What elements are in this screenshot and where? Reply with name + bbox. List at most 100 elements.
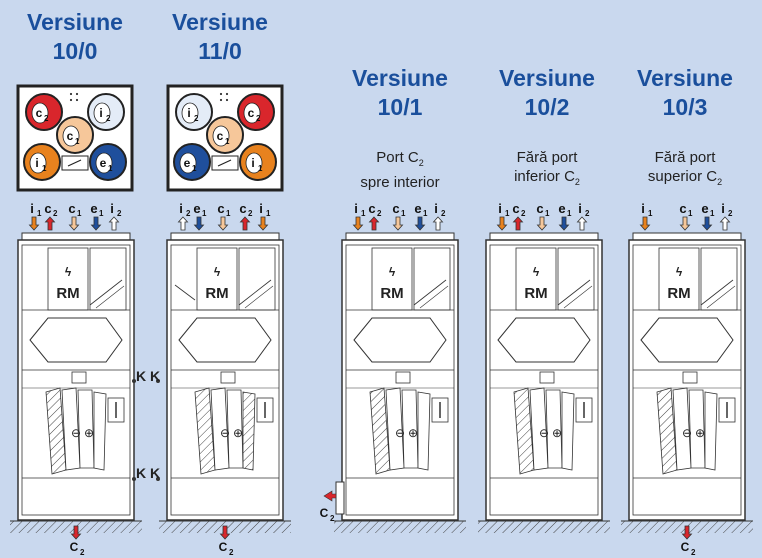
unit-inner-frame bbox=[632, 244, 742, 516]
port-label: c bbox=[392, 201, 399, 216]
desc-sub: 2 bbox=[418, 158, 424, 168]
port-sub: 2 bbox=[728, 209, 733, 218]
port-circle-sub: 1 bbox=[75, 137, 80, 146]
header-v103: Versiune 10/3 bbox=[630, 64, 740, 122]
port-circle-sub: 1 bbox=[225, 137, 230, 146]
panel-dot bbox=[219, 92, 223, 96]
connector-block bbox=[395, 371, 411, 384]
rm-box bbox=[515, 247, 557, 311]
bolt-symbol: ϟ bbox=[65, 265, 72, 279]
header-v110: Versiune 11/0 bbox=[165, 8, 275, 66]
port-arrow bbox=[496, 216, 508, 231]
port-arrow bbox=[432, 216, 444, 231]
kk-label-upper: K K bbox=[136, 368, 160, 384]
port-circle-label: i bbox=[251, 156, 254, 170]
port-circle-label: e bbox=[100, 156, 107, 170]
c2-label: C bbox=[70, 540, 79, 554]
desc-line2: superior C bbox=[647, 168, 718, 185]
port-label: e bbox=[414, 201, 421, 216]
damper-blade bbox=[238, 279, 272, 306]
c2-label: C bbox=[219, 540, 228, 554]
port-sub: 1 bbox=[37, 209, 42, 218]
desc-sub: 2 bbox=[574, 177, 580, 187]
filter-panel bbox=[242, 391, 256, 471]
port-label: c bbox=[239, 201, 246, 216]
minus-symbol: ⊖ bbox=[220, 426, 230, 440]
port-circle-badge bbox=[245, 152, 263, 174]
c2-sub: 2 bbox=[80, 548, 85, 557]
damper-box bbox=[700, 247, 738, 311]
port-arrow bbox=[239, 216, 251, 231]
rm-label: RM bbox=[380, 285, 403, 302]
heat-exchanger bbox=[497, 317, 591, 363]
desc-v101: Port C2 spre interior bbox=[335, 148, 465, 192]
port-label: c bbox=[368, 201, 375, 216]
port-sub: 2 bbox=[248, 209, 253, 218]
port-circle-badge bbox=[62, 125, 80, 147]
heat-exchanger bbox=[640, 317, 734, 363]
header-v101: Versiune 10/1 bbox=[345, 64, 455, 122]
port-circle-badge bbox=[179, 152, 197, 174]
port-circle-label: c bbox=[217, 129, 224, 143]
port-arrow bbox=[719, 216, 731, 231]
plus-symbol: ⊕ bbox=[233, 426, 243, 440]
version-number: 11/0 bbox=[198, 38, 242, 64]
filter-panel bbox=[417, 391, 431, 471]
port-sub: 1 bbox=[202, 209, 207, 218]
port-sub: 1 bbox=[545, 209, 550, 218]
port-arrow bbox=[28, 216, 40, 231]
panel-dot bbox=[69, 98, 73, 102]
port-circle-label: e bbox=[184, 156, 191, 170]
port-circle-label: i bbox=[187, 106, 190, 120]
port-arrow bbox=[90, 216, 102, 231]
port-sub: 1 bbox=[567, 209, 572, 218]
rm-box bbox=[47, 247, 89, 311]
port-label: i bbox=[110, 201, 114, 216]
port-arrow bbox=[679, 216, 691, 231]
plus-symbol: ⊕ bbox=[408, 426, 418, 440]
port-sub: 2 bbox=[117, 209, 122, 218]
port-sub: 2 bbox=[53, 209, 58, 218]
port-label: e bbox=[701, 201, 708, 216]
port-circle-label: i bbox=[99, 106, 102, 120]
damper-blade bbox=[419, 285, 449, 309]
bolt-symbol: ϟ bbox=[214, 265, 221, 279]
header-v100: Versiune 10/0 bbox=[20, 8, 130, 66]
ground-hatch bbox=[478, 521, 610, 533]
panel-dot bbox=[69, 92, 73, 96]
port-arrow bbox=[512, 216, 524, 231]
port-sub: 1 bbox=[99, 209, 104, 218]
port-sub: 2 bbox=[186, 209, 191, 218]
port-arrow bbox=[257, 216, 269, 231]
port-arrow bbox=[108, 216, 120, 231]
version-number: 10/0 bbox=[52, 38, 98, 64]
port-label: i bbox=[498, 201, 502, 216]
port-circle-badge bbox=[181, 102, 199, 124]
unit-inner-frame bbox=[345, 244, 455, 516]
port-arrow bbox=[576, 216, 588, 231]
damper-blade bbox=[413, 279, 447, 306]
bolt-symbol: ϟ bbox=[533, 265, 540, 279]
rm-label: RM bbox=[524, 285, 547, 302]
damper-blade bbox=[89, 279, 123, 306]
kk-label-lower: K K bbox=[136, 465, 160, 481]
port-circle-sub: 1 bbox=[192, 164, 197, 173]
port-label: i bbox=[578, 201, 582, 216]
port-label: c bbox=[536, 201, 543, 216]
port-circle-label: c bbox=[36, 106, 43, 120]
desc-line2: inferior C bbox=[514, 168, 575, 185]
kk-dot bbox=[132, 477, 136, 481]
connector-block bbox=[220, 371, 236, 384]
port-arrow bbox=[368, 216, 380, 231]
ground-hatch bbox=[334, 521, 466, 533]
version-title: Versiune bbox=[27, 9, 123, 35]
port-sub: 1 bbox=[688, 209, 693, 218]
port-circle-label: c bbox=[248, 106, 255, 120]
filter-panel bbox=[704, 391, 718, 471]
port-circle-sub: 1 bbox=[108, 164, 113, 173]
side-c2-sub: 2 bbox=[330, 514, 335, 523]
